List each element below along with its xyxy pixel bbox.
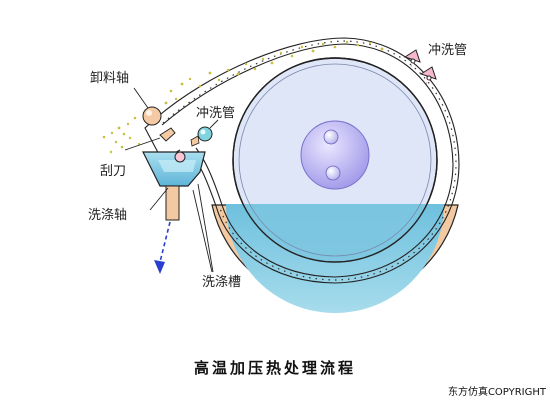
- label-flush-pipe-mid: 冲洗管: [196, 106, 235, 121]
- hub-bolt-bottom: [325, 165, 341, 181]
- cake-particles: [102, 40, 384, 154]
- unload-shaft-roller: [142, 106, 162, 126]
- leader-lines: [124, 87, 219, 273]
- flush-pipe-mid-nozzle: [197, 126, 213, 142]
- wash-shaft-roller: [174, 151, 186, 163]
- drain-pipe: [165, 185, 180, 221]
- diagram-caption: 高温加压热处理流程: [193, 359, 356, 377]
- drum-hub: [300, 120, 370, 190]
- label-wash-shaft: 洗涤轴: [88, 208, 127, 223]
- flush-pipe-top-nozzles: [403, 49, 437, 81]
- label-unload-shaft: 卸料轴: [90, 70, 129, 86]
- drain-arrow: [159, 221, 171, 263]
- hub-bolt-top: [323, 129, 339, 145]
- label-scraper: 刮刀: [100, 164, 126, 179]
- copyright-notice: 东方仿真COPYRIGHT: [447, 387, 546, 398]
- label-wash-tank: 洗涤槽: [202, 275, 241, 290]
- label-flush-pipe-top: 冲洗管: [428, 43, 467, 58]
- scraper-blade: [159, 127, 176, 142]
